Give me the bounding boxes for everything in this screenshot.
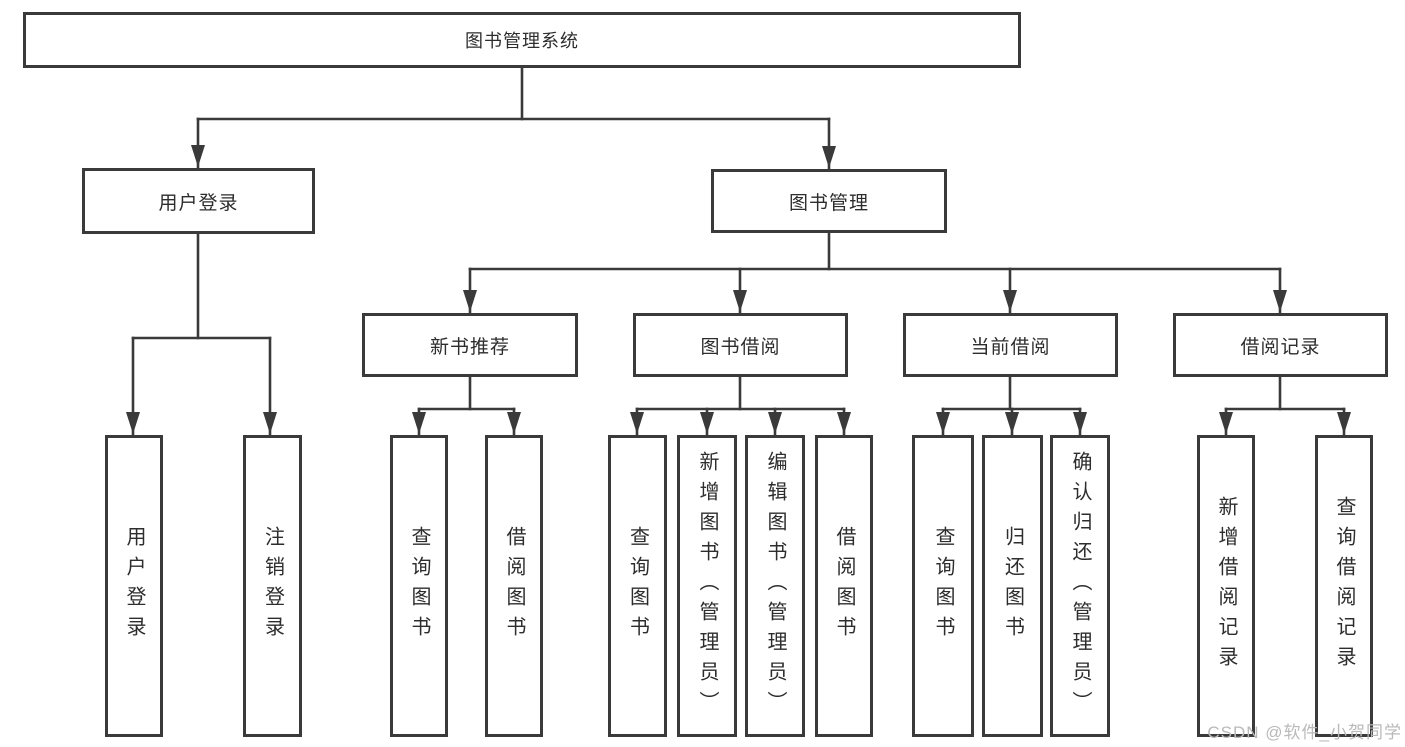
leaf-label: 新增图书（管理员） bbox=[696, 451, 718, 721]
node-current-borrow: 当前借阅 bbox=[903, 313, 1118, 377]
node-label: 图书管理 bbox=[788, 192, 869, 214]
node-book-management: 图书管理 bbox=[711, 169, 947, 233]
leaf-confirm-return-admin: 确认归还（管理员） bbox=[1050, 435, 1110, 737]
node-label: 用户登录 bbox=[158, 192, 239, 214]
node-new-book-recommend: 新书推荐 bbox=[362, 313, 578, 377]
node-label: 当前借阅 bbox=[970, 336, 1051, 358]
leaf-add-book-admin: 新增图书（管理员） bbox=[677, 435, 737, 737]
leaf-query-books-borrow: 查询图书 bbox=[608, 435, 667, 737]
leaf-query-borrow-record: 查询借阅记录 bbox=[1315, 435, 1373, 737]
leaf-label: 查询图书 bbox=[932, 526, 954, 646]
node-book-borrow: 图书借阅 bbox=[633, 313, 848, 377]
node-label: 新书推荐 bbox=[429, 336, 510, 358]
leaf-query-books-recommend: 查询图书 bbox=[390, 435, 448, 737]
node-library-management-system: 图书管理系统 bbox=[23, 12, 1021, 68]
leaf-label: 归还图书 bbox=[1001, 526, 1024, 646]
leaf-borrow-books-recommend: 借阅图书 bbox=[485, 435, 543, 737]
leaf-return-book: 归还图书 bbox=[982, 435, 1043, 737]
leaf-edit-book-admin: 编辑图书（管理员） bbox=[745, 435, 805, 737]
leaf-borrow-books: 借阅图书 bbox=[815, 435, 873, 737]
leaf-label: 用户登录 bbox=[123, 526, 145, 646]
leaf-query-books-current: 查询图书 bbox=[912, 435, 974, 737]
leaf-label: 查询借阅记录 bbox=[1333, 496, 1355, 676]
node-label: 图书管理系统 bbox=[465, 31, 579, 51]
leaf-label: 查询图书 bbox=[408, 526, 430, 646]
leaf-label: 借阅图书 bbox=[833, 526, 855, 646]
leaf-label: 查询图书 bbox=[626, 526, 649, 646]
node-label: 图书借阅 bbox=[700, 336, 781, 358]
leaf-label: 编辑图书（管理员） bbox=[764, 451, 786, 721]
leaf-label: 注销登录 bbox=[261, 526, 284, 646]
leaf-label: 借阅图书 bbox=[503, 526, 525, 646]
node-user-login: 用户登录 bbox=[82, 168, 315, 234]
node-label: 借阅记录 bbox=[1240, 336, 1321, 358]
leaf-user-login: 用户登录 bbox=[105, 435, 163, 737]
node-borrow-records: 借阅记录 bbox=[1173, 313, 1388, 377]
leaf-label: 确认归还（管理员） bbox=[1069, 451, 1091, 721]
csdn-watermark: CSDN @软件_小贺同学 bbox=[1207, 723, 1402, 742]
leaf-add-borrow-record: 新增借阅记录 bbox=[1197, 435, 1255, 737]
leaf-logout: 注销登录 bbox=[243, 435, 302, 737]
leaf-label: 新增借阅记录 bbox=[1215, 496, 1237, 676]
